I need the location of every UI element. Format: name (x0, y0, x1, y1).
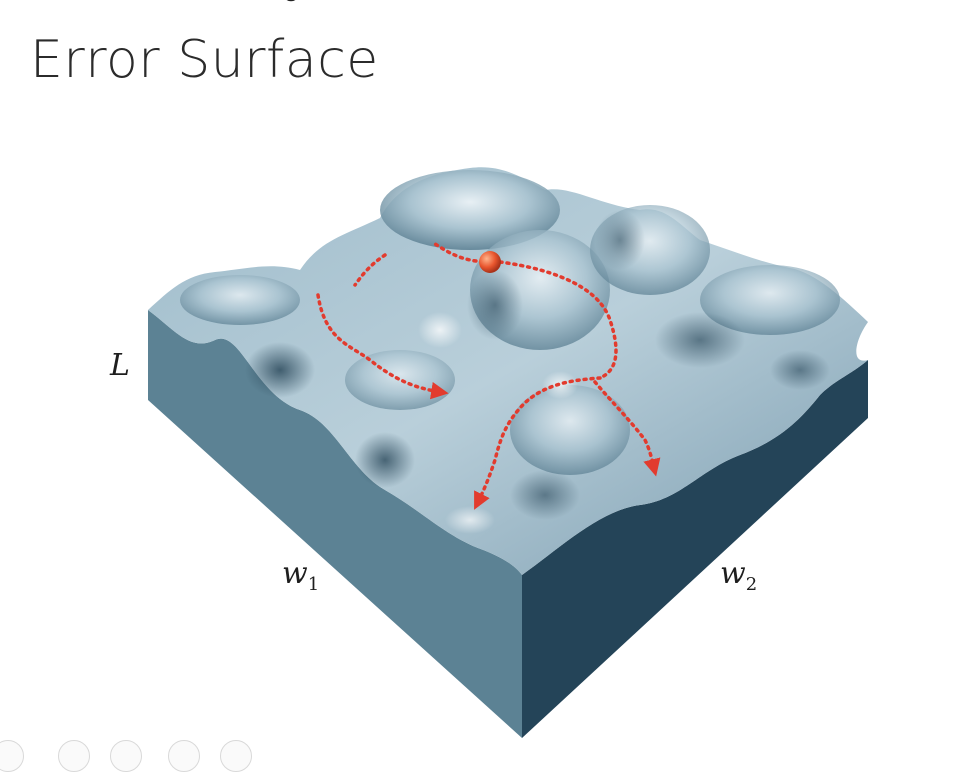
loss-axis-label: L (110, 348, 130, 383)
w2-axis-label: w2 (720, 556, 758, 595)
error-surface-diagram (148, 167, 868, 738)
path-upper-left (353, 253, 387, 287)
prev-slide-icon[interactable] (0, 740, 24, 772)
slide-toolbar (0, 732, 300, 772)
path-lower-left (316, 293, 449, 400)
path-right (498, 260, 618, 380)
pen-icon[interactable] (58, 740, 90, 772)
more-icon[interactable] (220, 740, 252, 772)
left-face (148, 310, 522, 738)
path-center (474, 376, 602, 510)
surface-shading (180, 170, 840, 534)
w1-axis-label: w1 (282, 556, 320, 595)
zoom-icon[interactable] (168, 740, 200, 772)
slides-icon[interactable] (110, 740, 142, 772)
right-face (522, 360, 868, 738)
slide-title: Error Surface (30, 30, 379, 90)
ball-icon (479, 251, 501, 273)
path-lower-right (593, 380, 661, 477)
descent-paths (316, 240, 661, 510)
